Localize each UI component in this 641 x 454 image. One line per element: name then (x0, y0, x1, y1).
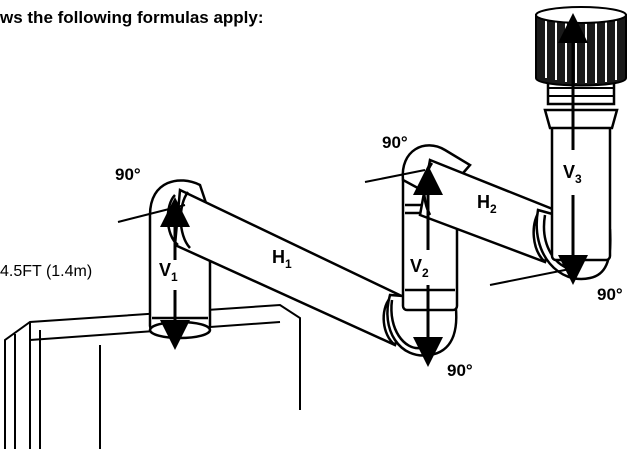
heading-text: ws the following formulas apply: (0, 8, 264, 27)
segment-label-h1: H1 (272, 247, 292, 271)
angle-label-bottom-middle: 90° (447, 361, 473, 380)
angle-label-bottom-right: 90° (597, 285, 623, 304)
segment-label-v2: V2 (410, 256, 429, 280)
segment-label-h2: H2 (477, 192, 497, 216)
dimension-label: 4.5FT (1.4m) (0, 263, 92, 280)
vent-terminal-cap (535, 6, 627, 106)
angle-label-top-left: 90° (115, 165, 141, 184)
dimension-arrows (160, 13, 588, 367)
segment-label-v3: V3 (563, 162, 582, 186)
angle-label-top-middle: 90° (382, 133, 408, 152)
segment-label-v1: V1 (159, 260, 178, 284)
